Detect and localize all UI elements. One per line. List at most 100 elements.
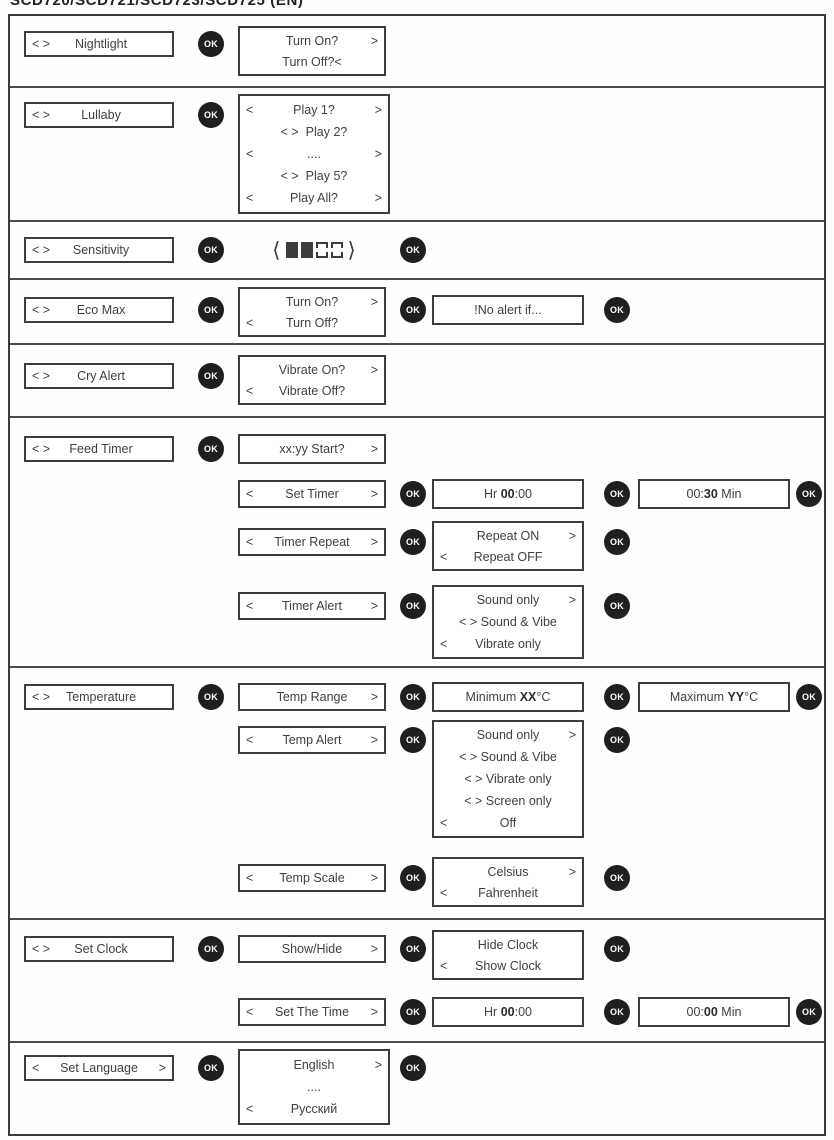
menu-label: Lullaby: [81, 108, 121, 122]
menu-label: Timer Repeat: [274, 535, 350, 549]
ok-button: OK: [604, 865, 630, 891]
ok-button: OK: [198, 936, 224, 962]
level-segment-filled: [300, 242, 313, 258]
lcd-screen-ecomax-onoff: Turn On?> <Turn Off?: [238, 287, 386, 337]
lcd-line: < > Play 5?: [280, 169, 348, 183]
lcd-line: < > Screen only: [464, 794, 552, 808]
lcd-line: 00:00 Min: [686, 1005, 742, 1019]
ok-button: OK: [604, 593, 630, 619]
lcd-screen-language: English> .... <Русский: [238, 1049, 390, 1125]
menu-box-tempscale: <Temp Scale>: [238, 864, 386, 892]
sensitivity-level-indicator: ⟨ ⟩: [250, 238, 378, 262]
section-setclock: < >Set Clock OK Show/Hide> OK Hide Clock…: [10, 920, 824, 1043]
ok-button: OK: [400, 684, 426, 710]
lcd-line: Sound only>: [476, 593, 576, 607]
lcd-line: English>: [293, 1058, 383, 1072]
lcd-line: Turn On?>: [285, 33, 378, 48]
level-segment-empty: [315, 242, 328, 258]
ok-button: OK: [796, 481, 822, 507]
section-sensitivity: < >Sensitivity OK ⟨ ⟩ OK: [10, 222, 824, 280]
lcd-line: Show/Hide>: [281, 942, 378, 956]
lcd-line: <Turn Off?: [246, 315, 339, 330]
lcd-line: < > Sound & Vibe: [459, 750, 557, 764]
lcd-screen-lullaby: <Play 1?> < > Play 2? <....> < > Play 5?…: [238, 94, 390, 214]
lcd-line: Turn On?>: [285, 294, 378, 309]
ok-button: OK: [198, 31, 224, 57]
lcd-line: <Show Clock: [440, 958, 541, 973]
section-language: <Set Language> OK English> .... <Русский…: [10, 1043, 824, 1134]
lcd-line: Hr 00:00: [484, 1005, 532, 1019]
ok-button: OK: [400, 593, 426, 619]
section-lullaby: < >Lullaby OK <Play 1?> < > Play 2? <...…: [10, 88, 824, 222]
section-temperature: < >Temperature OK Temp Range> OK Minimum…: [10, 668, 824, 920]
ok-button: OK: [400, 481, 426, 507]
menu-label: Set Language: [60, 1061, 138, 1075]
level-segment-filled: [285, 242, 298, 258]
lcd-line: <Off: [440, 816, 517, 830]
angle-bracket-left-icon: ⟨: [272, 238, 281, 262]
lcd-screen-temprange: Temp Range>: [238, 683, 386, 711]
menu-label: Nightlight: [74, 37, 128, 51]
menu-box-cryalert: < >Cry Alert: [24, 363, 174, 389]
menu-box-nightlight: < >Nightlight: [24, 31, 174, 57]
lcd-screen-nightlight: Turn On?> Turn Off?<: [238, 26, 386, 76]
menu-box-language: <Set Language>: [24, 1055, 174, 1081]
ok-button: OK: [796, 999, 822, 1025]
menu-box-timeralert: <Timer Alert>: [238, 592, 386, 620]
lcd-line: Vibrate On?>: [278, 362, 378, 377]
menu-label: Timer Alert: [282, 599, 342, 613]
menu-diagram-frame: < >Nightlight OK Turn On?> Turn Off?< < …: [8, 14, 826, 1136]
menu-box-lullaby: < >Lullaby: [24, 102, 174, 128]
lcd-screen-timerrepeat: Repeat ON> <Repeat OFF: [432, 521, 584, 571]
lcd-line: !No alert if...: [474, 303, 542, 317]
ok-button: OK: [796, 684, 822, 710]
lcd-line: <Play All?>: [246, 191, 382, 205]
lcd-line: xx:yy Start?>: [279, 442, 378, 456]
ok-button: OK: [400, 529, 426, 555]
ok-button: OK: [400, 865, 426, 891]
lcd-line: < > Vibrate only: [464, 772, 552, 786]
menu-box-sensitivity: < >Sensitivity: [24, 237, 174, 263]
lcd-screen-tempalert: Sound only> < > Sound & Vibe < > Vibrate…: [432, 720, 584, 838]
lcd-line: Minimum XX°C: [465, 690, 551, 704]
lcd-line: <Fahrenheit: [440, 885, 538, 900]
ok-button: OK: [400, 297, 426, 323]
ok-button: OK: [198, 363, 224, 389]
angle-bracket-right-icon: ⟩: [347, 238, 356, 262]
ok-button: OK: [604, 684, 630, 710]
lcd-line: 00:30 Min: [686, 487, 742, 501]
menu-box-feedtimer: < >Feed Timer: [24, 436, 174, 462]
ok-button: OK: [604, 999, 630, 1025]
ok-button: OK: [198, 297, 224, 323]
lcd-screen-timer-minutes: 00:30 Min: [638, 479, 790, 509]
lcd-screen-cryalert: Vibrate On?> <Vibrate Off?: [238, 355, 386, 405]
menu-box-setclock: < >Set Clock: [24, 936, 174, 962]
lcd-line: ....: [307, 1080, 321, 1094]
ok-button: OK: [604, 297, 630, 323]
ok-button: OK: [198, 436, 224, 462]
ok-button: OK: [198, 684, 224, 710]
lcd-line: Sound only>: [476, 728, 576, 742]
lcd-screen-timer-hours: Hr 00:00: [432, 479, 584, 509]
menu-label: Temperature: [65, 690, 137, 704]
ok-button: OK: [400, 1055, 426, 1081]
ok-button: OK: [400, 237, 426, 263]
level-segment-empty: [330, 242, 343, 258]
lcd-screen-temp-max: Maximum YY°C: [638, 682, 790, 712]
menu-label: Set Clock: [74, 942, 128, 956]
menu-box-settimer: <Set Timer>: [238, 480, 386, 508]
menu-box-temperature: < >Temperature: [24, 684, 174, 710]
menu-label: Sensitivity: [72, 243, 130, 257]
lcd-line: < > Play 2?: [280, 125, 348, 139]
lcd-line: Turn Off?<: [282, 54, 342, 69]
ok-button: OK: [604, 481, 630, 507]
menu-label: Set Timer: [285, 487, 339, 501]
lcd-line: <Repeat OFF: [440, 549, 543, 564]
ok-button: OK: [198, 102, 224, 128]
menu-label: Cry Alert: [77, 369, 125, 383]
lcd-line: <....>: [246, 147, 382, 161]
section-ecomax: < >Eco Max OK Turn On?> <Turn Off? OK !N…: [10, 280, 824, 345]
section-nightlight: < >Nightlight OK Turn On?> Turn Off?<: [10, 16, 824, 88]
lcd-screen-showhide: Show/Hide>: [238, 935, 386, 963]
section-cryalert: < >Cry Alert OK Vibrate On?> <Vibrate Of…: [10, 345, 824, 418]
